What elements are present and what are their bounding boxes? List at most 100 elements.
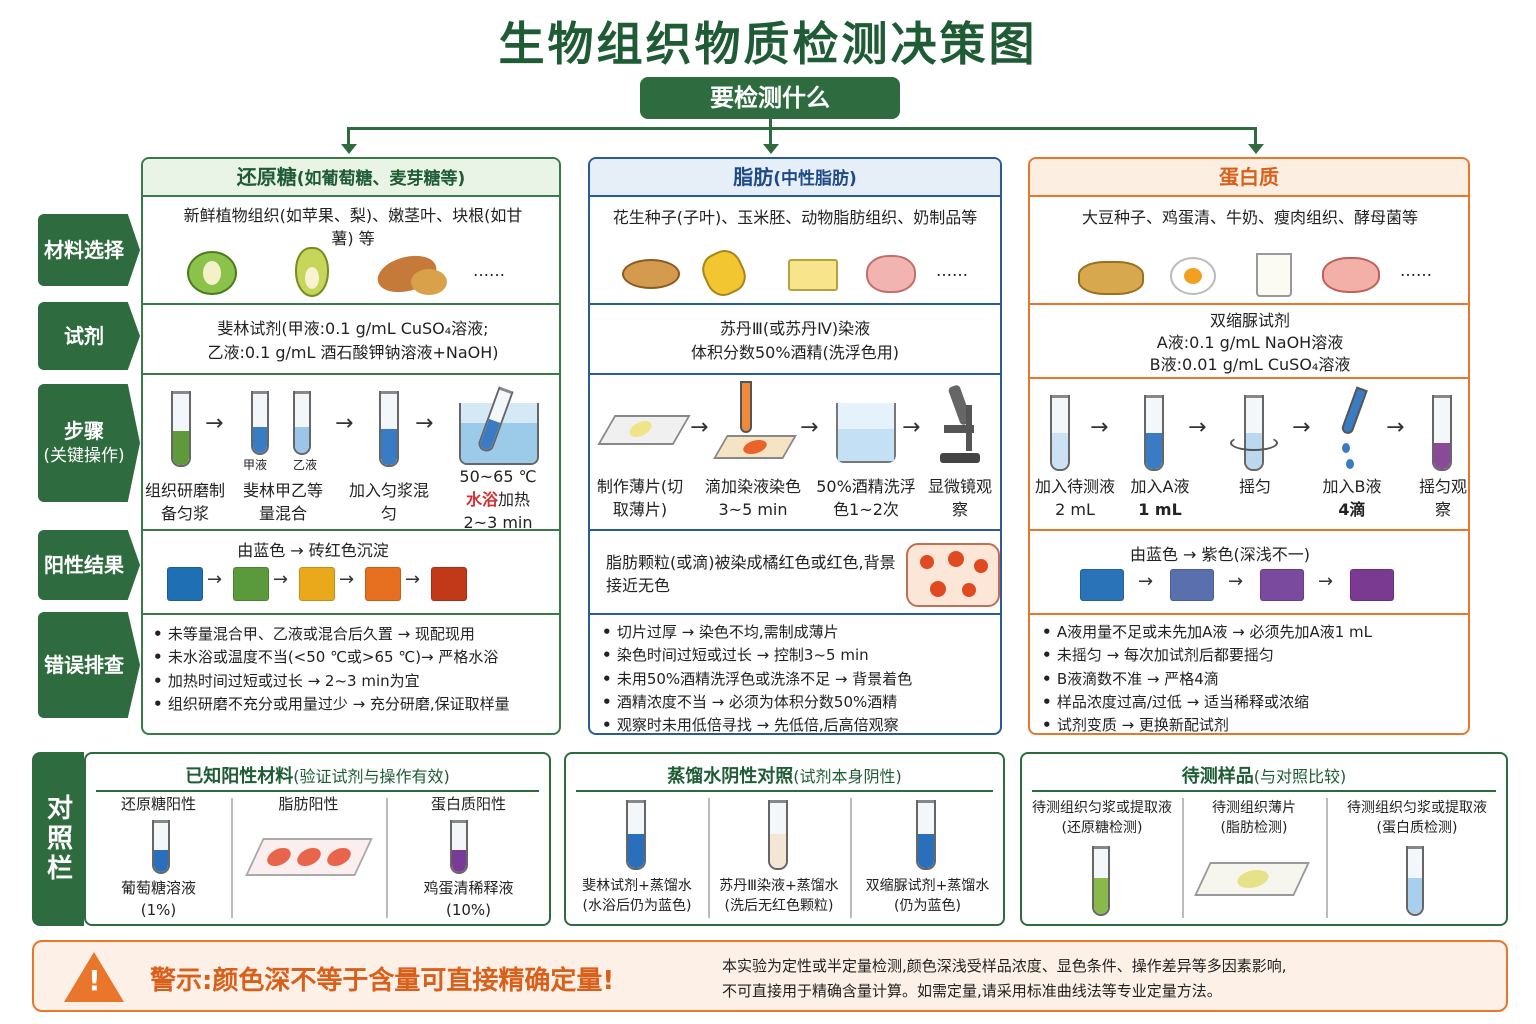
test-tube-icon [1050,395,1070,471]
test-tube-icon [152,820,170,874]
arrow-right-icon: → [415,411,434,436]
panel-title: 蒸馏水阴性对照(试剂本身阴性) [667,766,902,787]
warning-icon [64,952,124,1002]
list-item: 加热时间过短或过长 → 2~3 min为宜 [153,670,557,693]
sugar-error-list: 未等量混合甲、乙液或混合后久置 → 现配现用 未水浴或温度不当(<50 ℃或>6… [153,623,557,716]
color-swatch [299,567,335,601]
arrow-right-icon: → [405,569,421,590]
test-tube-icon [171,391,191,467]
fat-reagent-1: 苏丹Ⅲ(或苏丹Ⅳ)染液 [719,319,871,338]
meat-icon [1322,257,1380,293]
step-1: 加入待测液2 mL [1034,477,1115,520]
sugar-material: 新鲜植物组织(如苹果、梨)、嫩茎叶、块根(如甘薯) 等 [183,206,523,249]
fat-result: 脂肪颗粒(或滴)被染成橘红色或红色,背景接近无色 [606,553,896,596]
row-label-steps: 步骤(关键操作) [38,384,140,502]
list-item: 未等量混合甲、乙液或混合后久置 → 现配现用 [153,623,557,646]
arrow-right-icon: → [273,569,289,590]
step-5: 摇匀观察 [1418,477,1467,520]
sugar-result: 由蓝色 → 砖红色沉淀 [237,541,389,560]
arrow-right-icon: → [207,569,223,590]
protein-header: 蛋白质 [1030,159,1468,197]
control-label: 蛋白质阳性 [430,795,506,813]
butter-icon [788,259,838,291]
protein-column: 蛋白质 大豆种子、鸡蛋清、牛奶、瘦肉组织、酵母菌等 …… 双缩脲试剂 A液:0.… [1028,157,1470,735]
control-label: 双缩脲试剂+蒸馏水(仍为蓝色) [865,878,990,915]
control-label: 待测组织匀浆或提取液(还原糖检测) [1032,800,1172,837]
connector [347,127,350,147]
warning-banner: ! 警示:颜色深不等于含量可直接精确定量! 本实验为定性或半定量检测,颜色深浅受… [32,940,1508,1012]
step-2: 滴加染液染色3~5 min [704,477,801,520]
dropper-icon [1340,386,1368,436]
step-3: 50%酒精洗浮色1~2次 [816,477,916,520]
drop-icon [1346,459,1354,469]
fat-error-list: 切片过厚 → 染色不均,需制成薄片 染色时间过短或过长 → 控制3~5 min … [602,621,996,737]
row-label-reagent: 试剂 [38,302,140,370]
question-box: 要检测什么 [640,77,900,119]
list-item: 组织研磨不充分或用量过少 → 充分研磨,保证取样量 [153,693,557,716]
sugar-reagent-2: 乙液:0.1 g/mL 酒石酸钾钠溶液+NaOH) [207,343,499,362]
sweet-potato-slice-icon [411,269,447,295]
positive-control-panel: 已知阳性材料(验证试剂与操作有效) 还原糖阳性 葡萄糖溶液(1%) 脂肪阳性 蛋… [84,752,551,926]
ellipsis: …… [473,261,505,280]
test-tube-icon [1092,846,1110,916]
sugar-column: 还原糖(如葡萄糖、麦芽糖等) 新鲜植物组织(如苹果、梨)、嫩茎叶、块根(如甘薯)… [141,157,561,735]
color-swatch [365,567,401,601]
test-tube-icon [768,800,788,870]
connector [347,127,1257,130]
ellipsis: …… [1400,261,1432,280]
panel-title: 待测样品(与对照比较) [1181,766,1347,787]
warning-title: 警示:颜色深不等于含量可直接精确定量! [150,966,615,996]
protein-reagent-1: 双缩脲试剂 [1209,311,1290,330]
list-item: 切片过厚 → 染色不均,需制成薄片 [602,621,996,644]
arrow-down-icon [763,144,779,154]
step-3: 摇匀 [1238,477,1271,496]
soybean-icon [1078,261,1144,295]
warning-text: 本实验为定性或半定量检测,颜色深浅受样品浓度、显色条件、操作差异等多因素影响,不… [722,957,1287,1000]
step-label-b: 乙液 [293,458,318,472]
test-tube-icon [1432,395,1452,471]
protein-material: 大豆种子、鸡蛋清、牛奶、瘦肉组织、酵母菌等 [1081,208,1418,227]
egg-icon [1170,257,1216,295]
control-label: 脂肪阳性 [278,795,339,813]
swirl-icon [1230,435,1278,451]
arrow-right-icon: → [1138,571,1154,592]
color-swatch [431,567,467,601]
slide-icon [713,435,797,459]
milk-icon [1256,253,1292,297]
meat-icon [866,255,916,293]
protein-result: 由蓝色 → 紫色(深浅不一) [1129,545,1311,564]
test-tube-icon [379,391,399,467]
beaker-icon [836,403,896,463]
dropper-icon [740,381,752,433]
arrow-right-icon: → [335,411,354,436]
connector [1254,127,1257,147]
color-swatch [1260,569,1304,601]
color-swatch [1080,569,1124,601]
list-item: 酒精浓度不当 → 必须为体积分数50%酒精 [602,691,996,714]
slide-icon [245,838,373,876]
drop-icon [1342,443,1350,453]
test-tube-icon [293,391,311,455]
protein-reagent-2: A液:0.1 g/mL NaOH溶液 [1156,333,1344,352]
test-tube-icon [1144,395,1164,471]
arrow-down-icon [341,144,357,154]
arrow-right-icon: → [205,411,224,436]
color-swatch [1170,569,1214,601]
arrow-right-icon: → [690,415,709,440]
panel-title: 已知阳性材料(验证试剂与操作有效) [185,766,450,787]
row-label-material: 材料选择 [38,214,140,286]
color-swatch [233,567,269,601]
arrow-down-icon [1248,144,1264,154]
fat-column: 脂肪(中性脂肪) 花生种子(子叶)、玉米胚、动物脂肪组织、奶制品等 …… 苏丹Ⅲ… [588,157,1002,735]
arrow-right-icon: → [1090,415,1109,440]
arrow-right-icon: → [800,415,819,440]
control-sample: 鸡蛋清稀释液(10%) [423,879,514,919]
test-tube-icon [626,800,646,870]
test-sample-panel: 待测样品(与对照比较) 待测组织匀浆或提取液(还原糖检测) 待测组织薄片(脂肪检… [1020,752,1508,926]
page-title: 生物组织物质检测决策图 [498,17,1038,71]
arrow-right-icon: → [1188,415,1207,440]
list-item: 试剂变质 → 更换新配试剂 [1042,714,1462,737]
arrow-right-icon: → [1228,571,1244,592]
